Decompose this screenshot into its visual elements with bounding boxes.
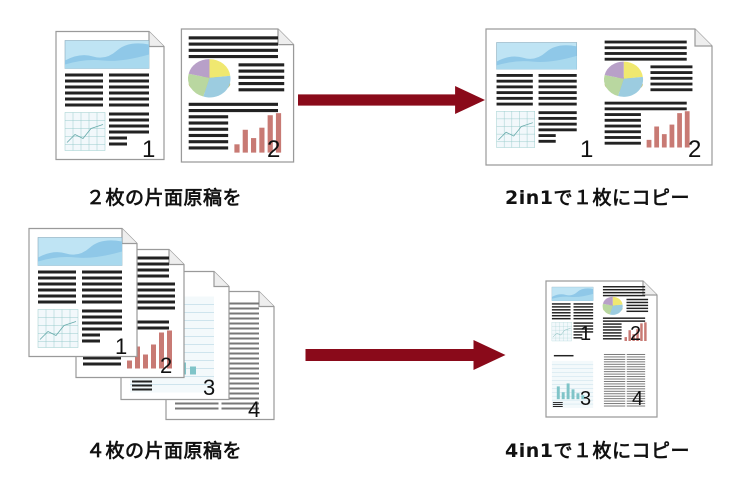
page-number-2: 2: [160, 353, 172, 378]
page-number-1: 1: [580, 323, 591, 345]
output-page-2in1: [485, 28, 713, 166]
page-number-1: 1: [580, 136, 593, 163]
caption-2in1-copy: 2in1で１枚にコピー: [505, 187, 690, 209]
caption-two-single-sided-originals: ２枚の片面原稿を: [86, 187, 243, 209]
page-number-1: 1: [115, 334, 127, 359]
page-number-1: 1: [142, 136, 155, 163]
page-number-4: 4: [248, 397, 260, 422]
page-number-2: 2: [630, 323, 641, 345]
page-number-4: 4: [632, 388, 643, 410]
page-number-3: 3: [203, 375, 215, 400]
caption-4in1-copy: 4in1で１枚にコピー: [505, 440, 690, 462]
page-number-2: 2: [267, 136, 280, 163]
page-number-3: 3: [580, 388, 591, 410]
output-page-4in1: [545, 280, 658, 418]
caption-four-single-sided-originals: ４枚の片面原稿を: [86, 440, 243, 462]
arrow-right-icon: [305, 340, 506, 370]
arrow-right-icon: [298, 85, 485, 115]
page-number-2: 2: [688, 136, 701, 163]
